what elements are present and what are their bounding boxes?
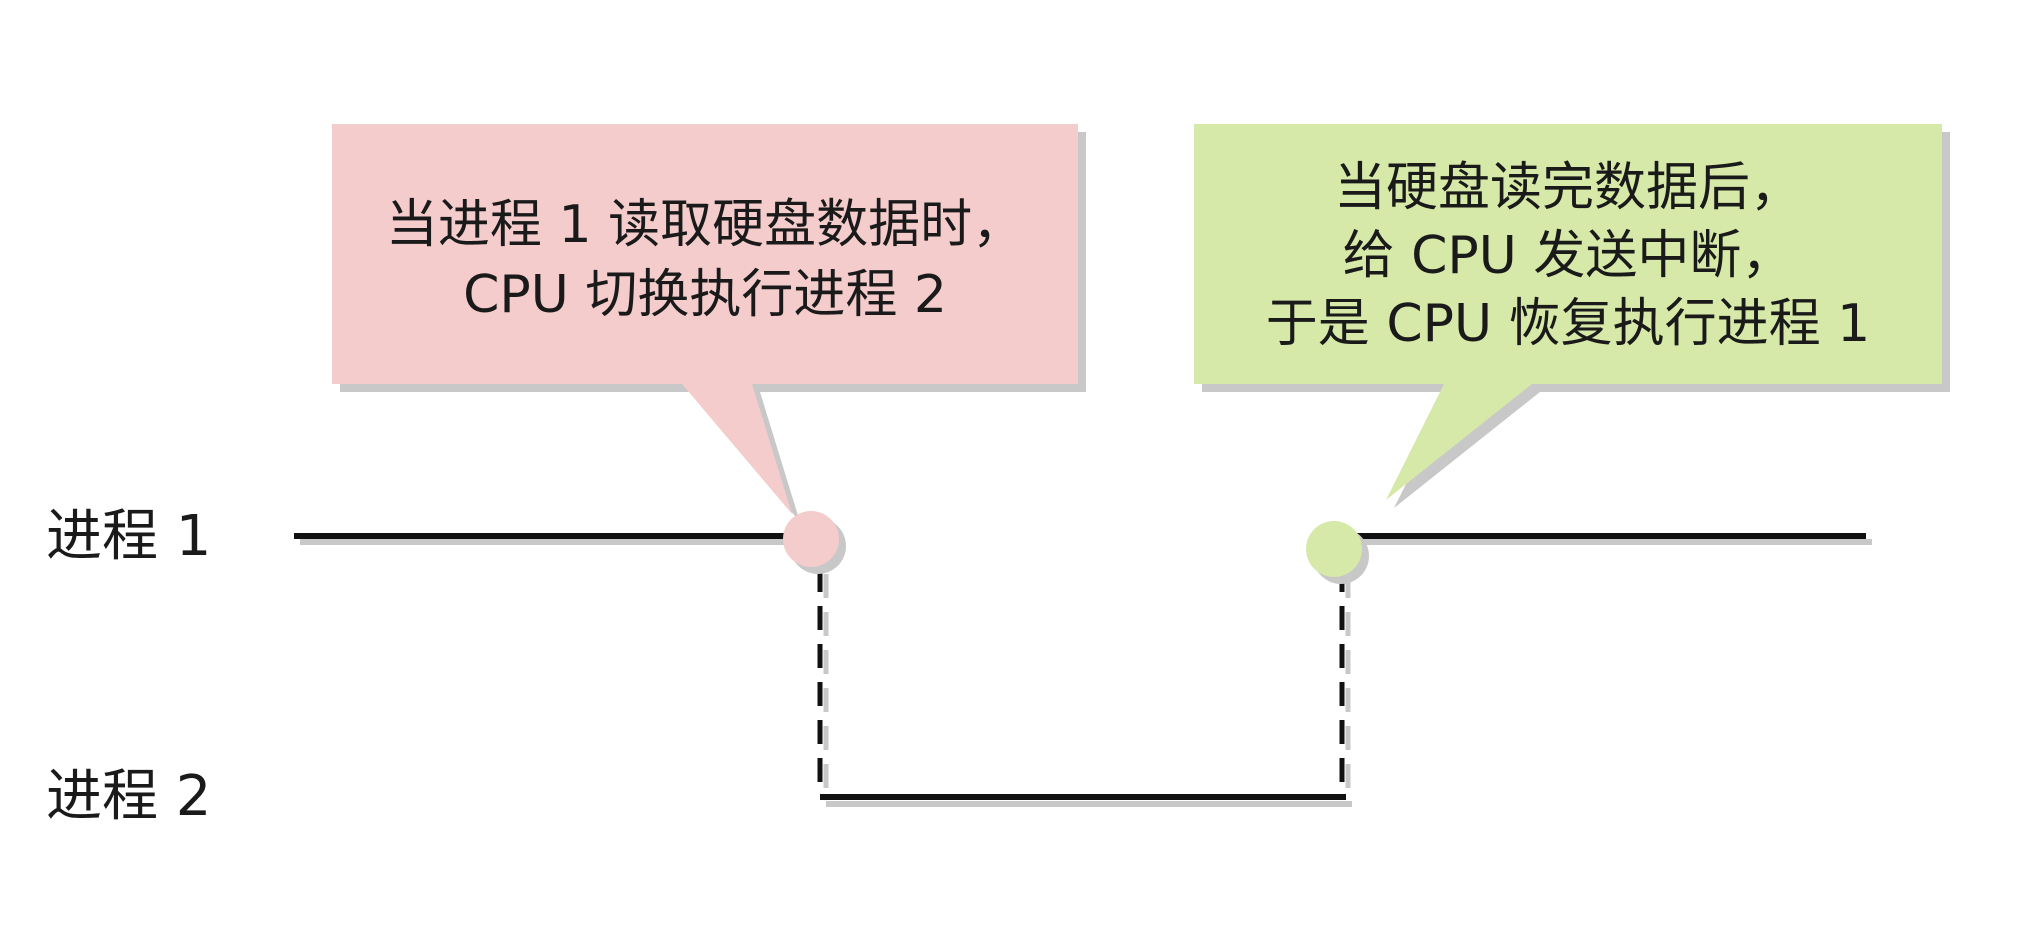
lane-label-process-1: 进程 1	[46, 504, 211, 569]
callout-read-disk-bubble	[332, 124, 1078, 514]
callout-read-disk-line-2: CPU 切换执行进程 2	[463, 265, 947, 325]
read-disk-point	[783, 511, 839, 567]
callout-read-disk-line-1: 当进程 1 读取硬盘数据时，	[386, 195, 1024, 255]
callout-read-disk: 当进程 1 读取硬盘数据时， CPU 切换执行进程 2	[332, 124, 1086, 522]
lane-label-process-2: 进程 2	[46, 764, 211, 829]
callout-disk-interrupt-line-1: 当硬盘读完数据后，	[1334, 158, 1802, 218]
callout-disk-interrupt: 当硬盘读完数据后， 给 CPU 发送中断， 于是 CPU 恢复执行进程 1	[1194, 124, 1950, 508]
callout-disk-interrupt-line-2: 给 CPU 发送中断，	[1343, 226, 1794, 286]
callout-disk-interrupt-line-3: 于是 CPU 恢复执行进程 1	[1266, 294, 1870, 354]
interrupt-point	[1306, 521, 1362, 577]
callout-disk-interrupt-bubble	[1194, 124, 1942, 500]
